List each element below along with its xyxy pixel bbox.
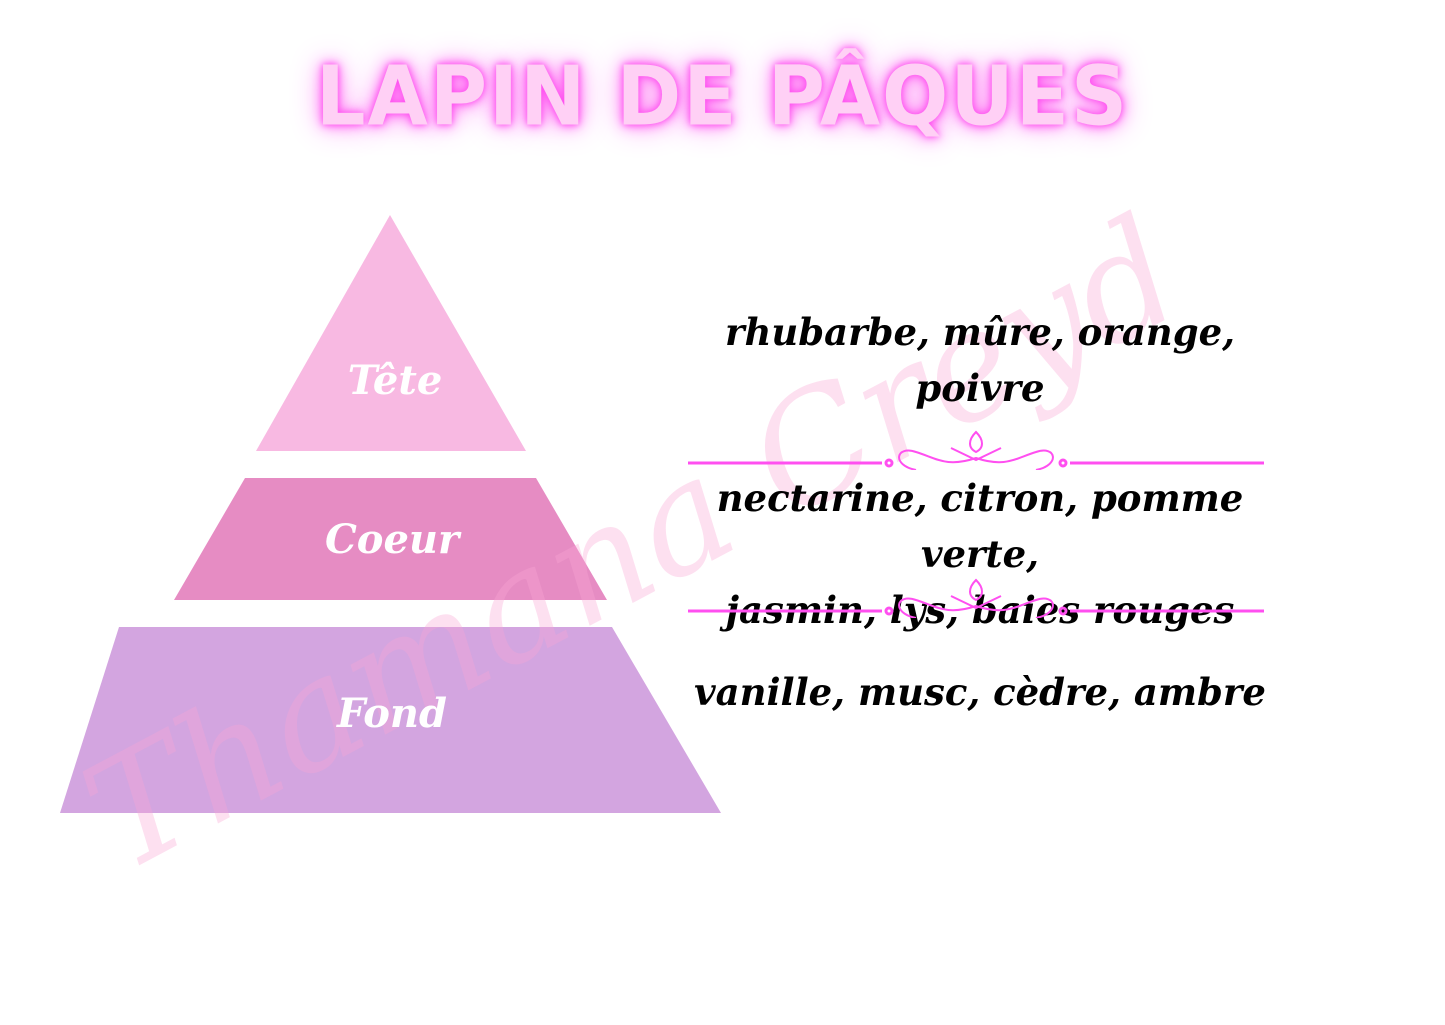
base-notes-line: vanille, musc, cèdre, ambre <box>694 670 1266 714</box>
ornament-divider <box>688 430 1264 470</box>
pyramid-heart-tier <box>174 478 607 600</box>
top-notes: rhubarbe, mûre, orange, poivre <box>660 304 1300 416</box>
base-notes: vanille, musc, cèdre, ambre <box>660 664 1300 720</box>
top-notes-line: poivre <box>915 366 1045 410</box>
heart-notes: nectarine, citron, pomme verte, jasmin, … <box>660 470 1300 638</box>
heart-notes-label: Coeur <box>324 516 460 563</box>
base-notes-label: Fond <box>337 690 447 737</box>
page-title: LAPIN DE PÂQUES <box>315 49 1130 145</box>
pyramid-base-tier <box>60 627 721 813</box>
pyramid-top-tier <box>256 215 526 451</box>
ornament-divider <box>688 578 1264 618</box>
top-notes-line: rhubarbe, mûre, orange, <box>725 310 1235 354</box>
top-notes-label: Tête <box>347 357 443 404</box>
heart-notes-line: nectarine, citron, pomme verte, <box>716 476 1244 576</box>
